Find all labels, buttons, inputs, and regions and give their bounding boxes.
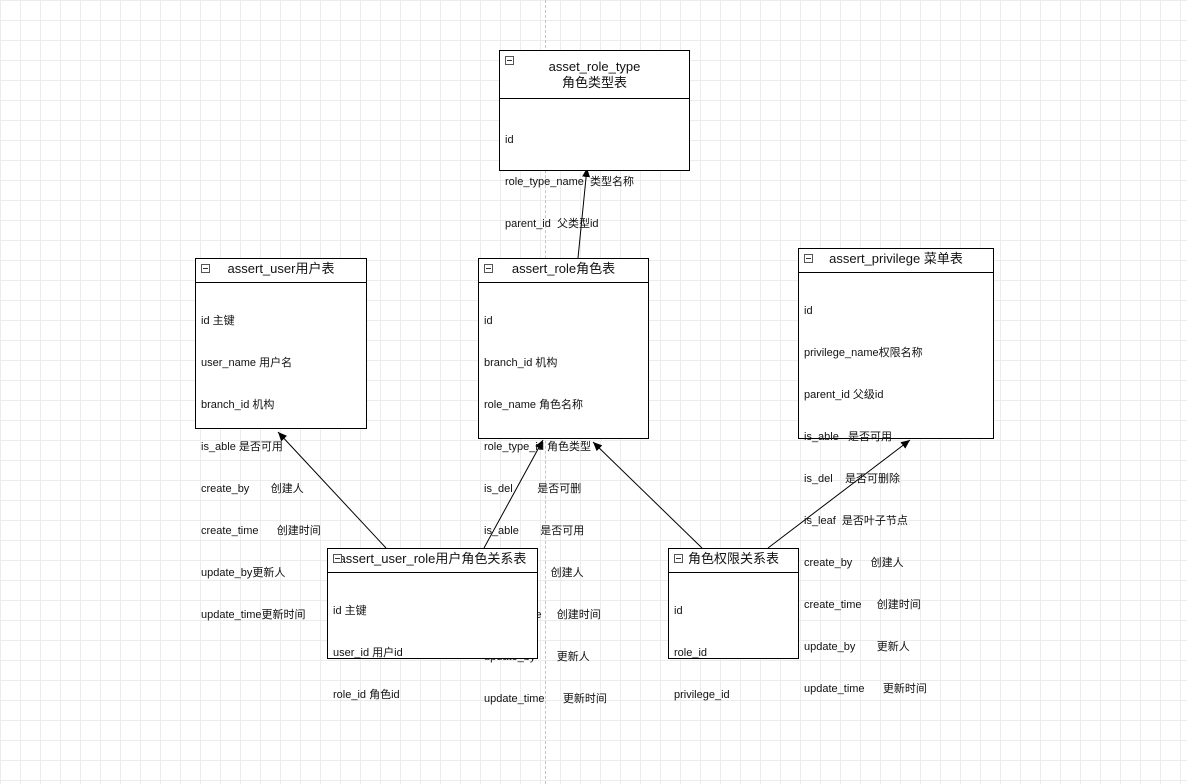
entity-title: assert_user_role用户角色关系表	[338, 551, 527, 566]
field-row: user_name 用户名	[201, 357, 293, 369]
entity-fields: id role_type_name 类型名称 parent_id 父类型id	[500, 99, 689, 262]
entity-header: asset_role_type 角色类型表	[500, 51, 689, 99]
entity-role-privilege[interactable]: 角色权限关系表 id role_id privilege_id	[668, 548, 799, 701]
field-row: parent_id 父类型id	[505, 218, 599, 230]
arrow-role-privilege-to-privilege	[767, 439, 911, 549]
field-row: user_id 用户id	[333, 647, 403, 659]
entity-asset-role-type[interactable]: asset_role_type 角色类型表 id role_type_name …	[499, 50, 690, 230]
collapse-minus-icon[interactable]	[674, 554, 683, 563]
field-row: update_time更新时间	[201, 609, 306, 621]
field-row: role_type_name 类型名称	[505, 176, 634, 188]
entity-header: 角色权限关系表	[669, 549, 798, 573]
arrow-role-privilege-to-role	[592, 441, 703, 549]
field-row: role_id 角色id	[333, 689, 400, 701]
field-row: is_leaf 是否叶子节点	[804, 515, 908, 527]
field-row: create_time 创建时间	[201, 525, 321, 537]
field-row: privilege_name权限名称	[804, 347, 923, 359]
entity-assert-privilege[interactable]: assert_privilege 菜单表 id privilege_name权限…	[798, 248, 994, 695]
entity-subtitle: 角色类型表	[561, 75, 627, 90]
field-row: role_type_id 角色类型	[484, 441, 591, 453]
entity-header: assert_role角色表	[479, 259, 648, 283]
collapse-minus-icon[interactable]	[804, 254, 813, 263]
field-row: create_by 创建人	[804, 557, 904, 569]
field-row: update_by更新人	[201, 567, 286, 579]
entity-header: assert_user_role用户角色关系表	[328, 549, 537, 573]
field-row: is_del 是否可删	[484, 483, 582, 495]
field-row: update_time 更新时间	[484, 693, 607, 705]
field-row: parent_id 父级id	[804, 389, 884, 401]
field-row: id 主键	[333, 605, 367, 617]
field-row: is_able 是否可用	[804, 431, 893, 443]
arrow-user-role-to-role	[483, 439, 544, 549]
field-row: id	[505, 134, 514, 146]
field-row: is_able 是否可用	[484, 525, 585, 537]
entity-header: assert_privilege 菜单表	[799, 249, 993, 273]
field-row: id	[484, 315, 493, 327]
collapse-minus-icon[interactable]	[201, 264, 210, 273]
field-row: create_time 创建时间	[804, 599, 921, 611]
entity-title: asset_role_type	[548, 59, 641, 74]
field-row: is_del 是否可删除	[804, 473, 900, 485]
entity-title: assert_privilege 菜单表	[829, 251, 963, 266]
field-row: create_by 创建人	[201, 483, 304, 495]
entity-title: assert_role角色表	[511, 261, 616, 276]
entity-assert-user[interactable]: assert_user用户表 id 主键 user_name 用户名 branc…	[195, 258, 367, 621]
entity-fields: id privilege_name权限名称 parent_id 父级id is_…	[799, 273, 993, 727]
field-row: branch_id 机构	[201, 399, 275, 411]
entity-header: assert_user用户表	[196, 259, 366, 283]
field-row: id	[804, 305, 813, 317]
field-row: role_name 角色名称	[484, 399, 584, 411]
entity-assert-role[interactable]: assert_role角色表 id branch_id 机构 role_name…	[478, 258, 649, 705]
entity-fields: id role_id privilege_id	[669, 573, 798, 733]
entity-title: assert_user用户表	[227, 261, 335, 276]
field-row: id 主键	[201, 315, 235, 327]
entity-fields: id 主键 user_id 用户id role_id 角色id	[328, 573, 537, 733]
field-row: privilege_id	[674, 689, 730, 701]
field-row: role_id	[674, 647, 708, 659]
field-row: branch_id 机构	[484, 357, 558, 369]
collapse-minus-icon[interactable]	[484, 264, 493, 273]
field-row: is_able 是否可用	[201, 441, 283, 453]
entity-assert-user-role[interactable]: assert_user_role用户角色关系表 id 主键 user_id 用户…	[327, 548, 538, 701]
field-row: id	[674, 605, 683, 617]
collapse-minus-icon[interactable]	[333, 554, 342, 563]
field-row: update_by 更新人	[804, 641, 910, 653]
arrow-user-role-to-user	[277, 431, 387, 549]
field-row: update_time 更新时间	[804, 683, 927, 695]
entity-title: 角色权限关系表	[687, 551, 779, 566]
arrow-role-to-role-type	[577, 167, 591, 259]
collapse-minus-icon[interactable]	[505, 56, 514, 65]
entity-fields: id 主键 user_name 用户名 branch_id 机构 is_able…	[196, 283, 366, 653]
